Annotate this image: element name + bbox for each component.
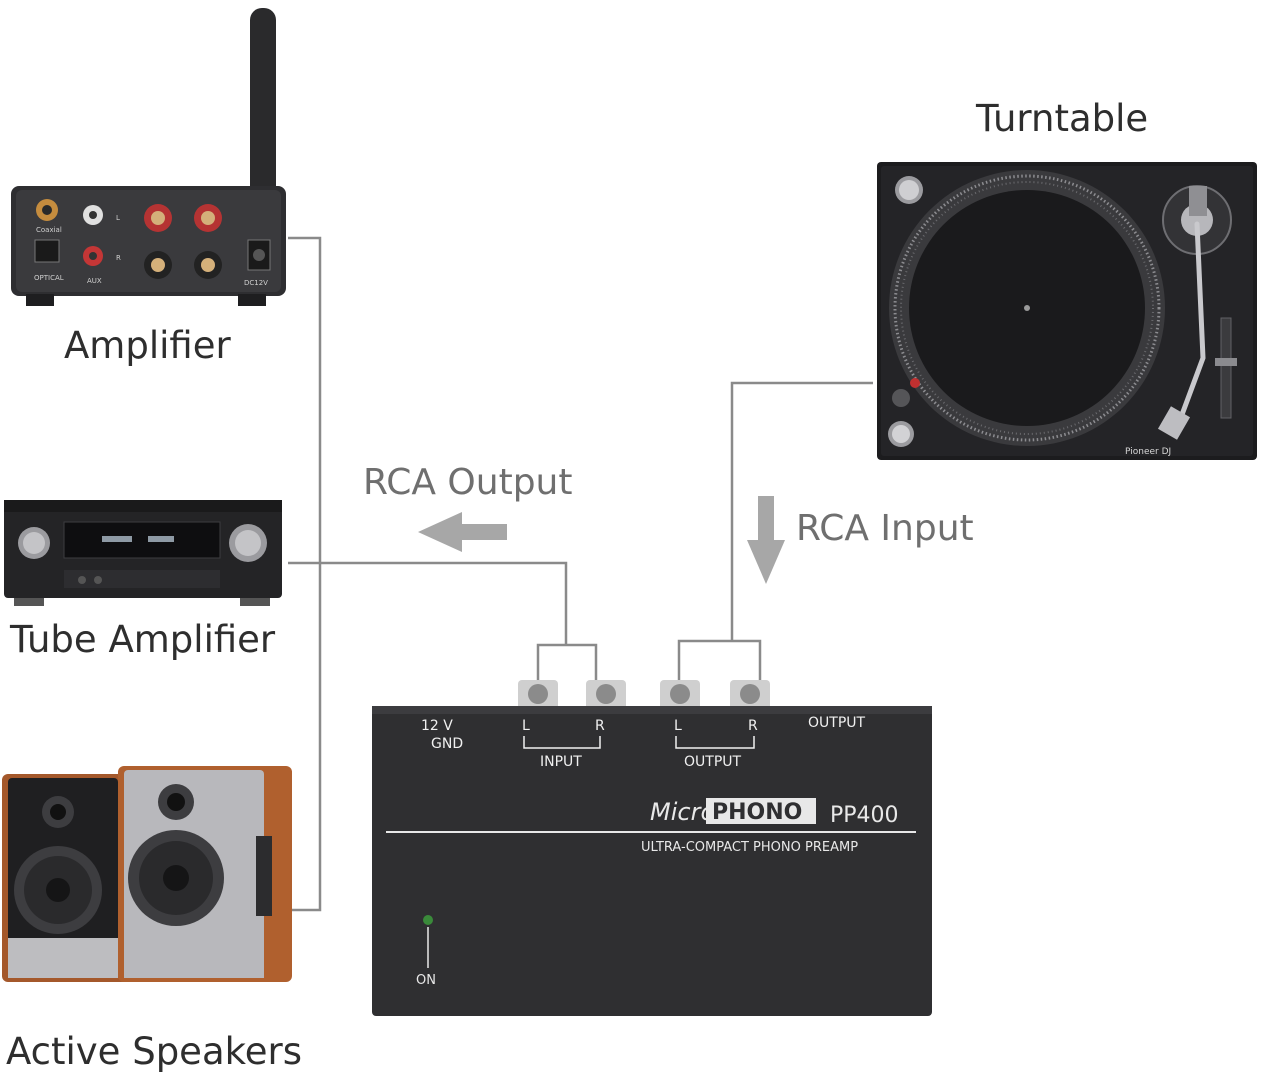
antenna	[250, 8, 276, 206]
power-led	[423, 915, 433, 925]
tube-amplifier-label: Tube Amplifier	[10, 618, 276, 661]
rca-jack-output-r	[730, 680, 770, 710]
active-speakers-label: Active Speakers	[6, 1030, 302, 1073]
rca-output-arrow	[418, 512, 507, 552]
preamp-led-label: ON	[416, 973, 436, 988]
turntable-image: Pioneer DJ	[877, 162, 1257, 460]
preamp-model: PP400	[830, 803, 899, 828]
amp-text-dc12v: DC12V	[244, 279, 268, 287]
preamp-output-corner-label: OUTPUT	[808, 715, 866, 731]
turntable-brand: Pioneer DJ	[1125, 447, 1171, 457]
preamp-brand-micro: Micro	[650, 798, 715, 826]
rca-jack-input-l	[518, 680, 558, 710]
preamp-output-r: R	[748, 718, 758, 734]
preamp-input-r: R	[595, 718, 605, 734]
rca-jack-input-r	[586, 680, 626, 710]
amplifier-image: Coaxial OPTICAL AUX L R DC12V	[11, 8, 286, 306]
preamp-subtitle: ULTRA-COMPACT PHONO PREAMP	[641, 840, 858, 855]
rca-jack-output-l	[660, 680, 700, 710]
input-cable-line	[288, 561, 568, 645]
rca-output-label: RCA Output	[363, 462, 573, 503]
preamp-power-label-top: 12 V	[421, 718, 453, 734]
preamp-image: 12 V GND L R INPUT L R OUTPUT OUTPUT Mic…	[372, 680, 932, 1016]
output-cable-line	[730, 381, 873, 641]
active-speakers-image	[2, 766, 292, 982]
output-split-line	[677, 639, 762, 680]
amp-text-l: L	[116, 214, 120, 222]
rca-input-label: RCA Input	[796, 508, 974, 549]
preamp-output-group-label: OUTPUT	[684, 754, 742, 770]
tube-amplifier-image	[4, 500, 282, 606]
preamp-brand-phono: PHONO	[712, 800, 802, 825]
left-bus-line	[288, 236, 322, 912]
input-split-line	[536, 643, 598, 680]
rca-input-arrow	[747, 496, 785, 584]
amp-text-optical: OPTICAL	[34, 274, 64, 282]
preamp-output-l: L	[674, 718, 682, 734]
amp-text-r: R	[116, 254, 121, 262]
preamp-power-label-bottom: GND	[431, 736, 463, 752]
turntable-label: Turntable	[976, 97, 1149, 140]
preamp-input-label: INPUT	[540, 754, 582, 770]
tonearm	[1177, 221, 1206, 423]
amp-text-coaxial: Coaxial	[36, 226, 62, 234]
amplifier-label: Amplifier	[64, 324, 231, 367]
amp-text-aux: AUX	[87, 277, 102, 285]
preamp-input-l: L	[522, 718, 530, 734]
